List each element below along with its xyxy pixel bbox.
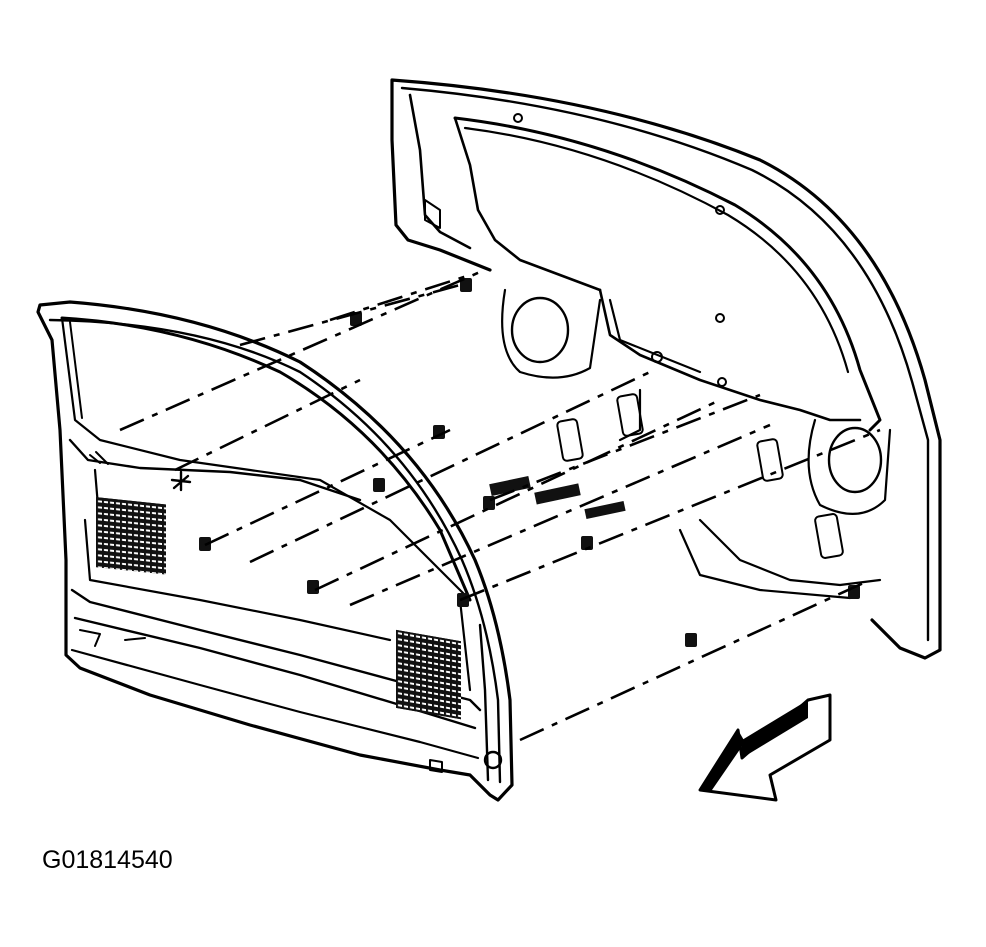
rear-body-panel xyxy=(390,78,942,660)
alignment-dash-lines xyxy=(119,270,881,742)
front-trim-panel xyxy=(36,300,514,802)
direction-arrow-icon xyxy=(698,693,832,802)
figure-id-label: G01814540 xyxy=(42,846,173,874)
